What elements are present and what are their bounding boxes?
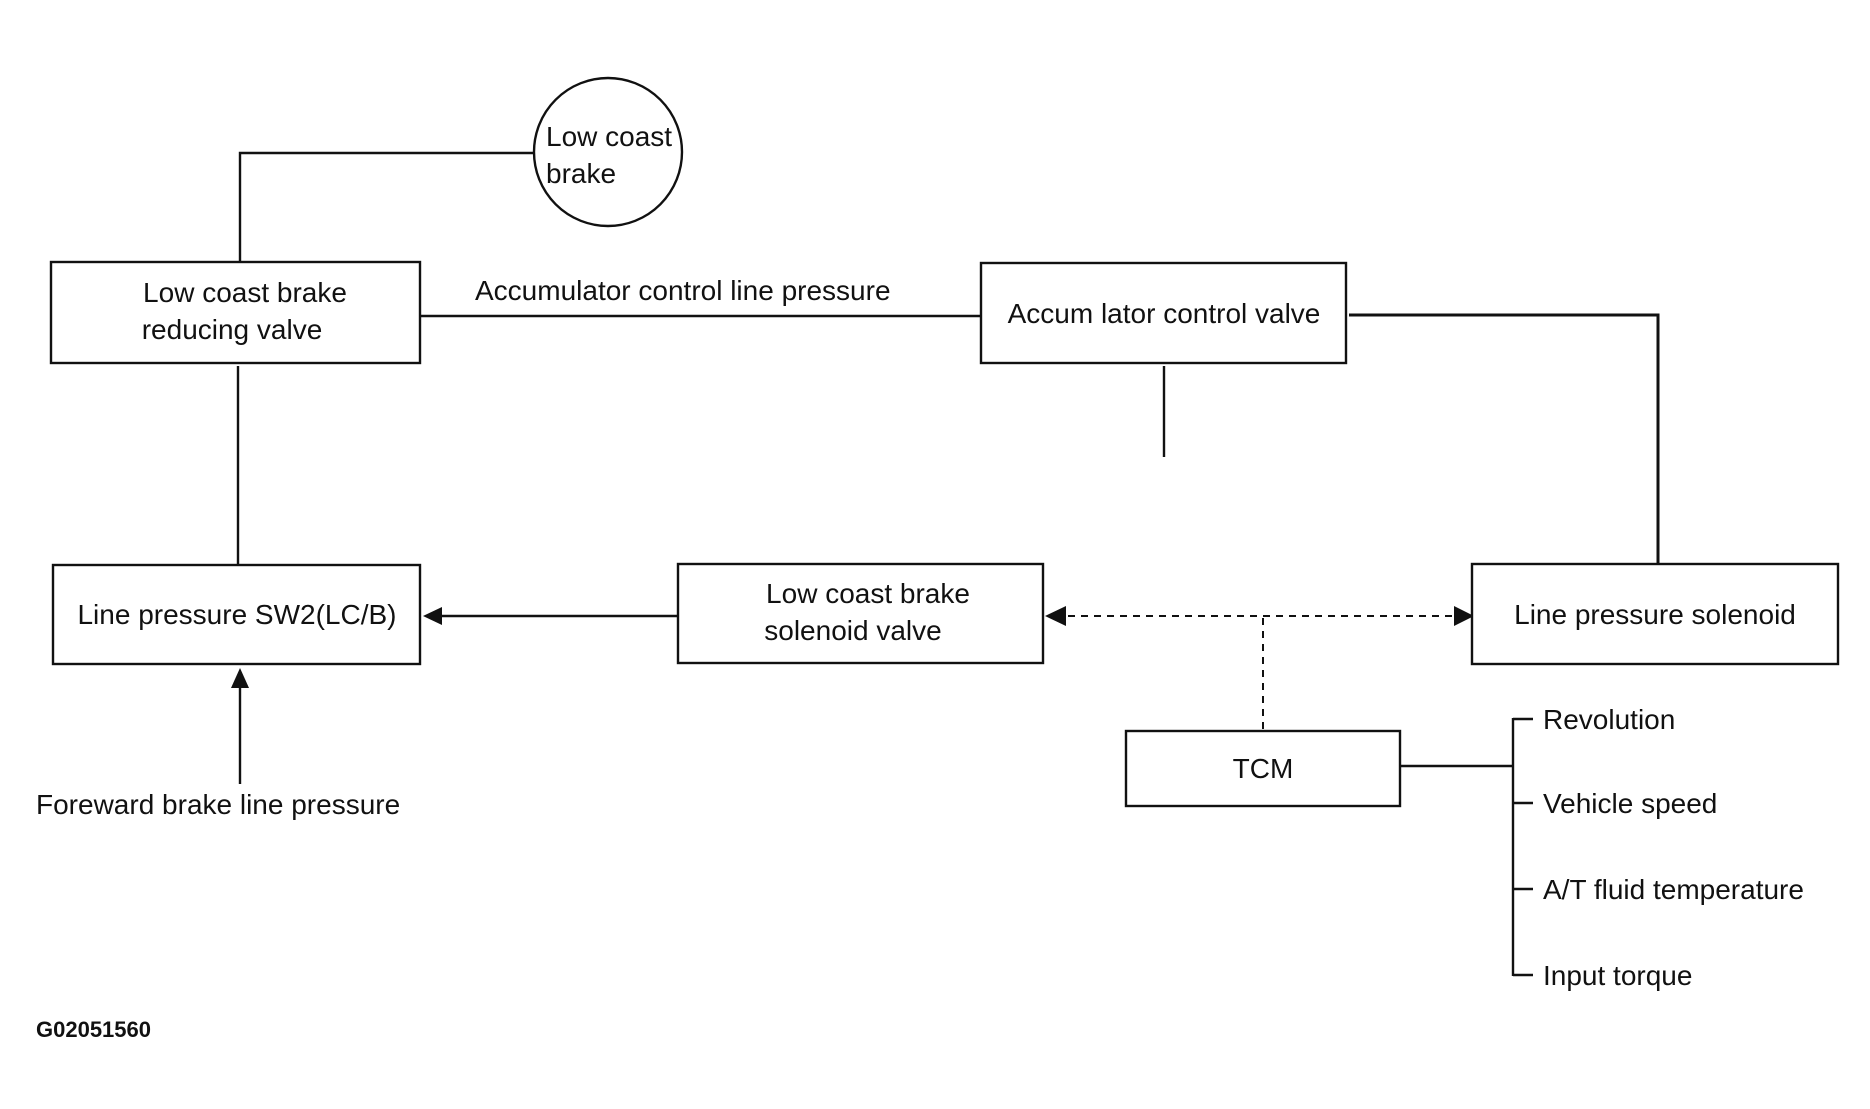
foreward-brake-line-pressure-label: Foreward brake line pressure bbox=[36, 789, 400, 820]
accumulator-control-line-pressure-label: Accumulator control line pressure bbox=[475, 275, 891, 306]
line-pressure-sw2-label: Line pressure SW2(LC/B) bbox=[77, 599, 396, 630]
reducing-valve-label-line1: Low coast brake bbox=[143, 277, 347, 308]
tcm-input-revolution: Revolution bbox=[1543, 704, 1675, 735]
line-reducing-valve-to-brake bbox=[238, 151, 533, 262]
line-pressure-solenoid-label: Line pressure solenoid bbox=[1514, 599, 1796, 630]
tcm-box bbox=[1124, 729, 1402, 808]
tcm-input-input-torque: Input torque bbox=[1543, 960, 1692, 991]
arrowhead-into-sw2 bbox=[423, 607, 442, 625]
line-pressure-sw2-box bbox=[51, 563, 422, 666]
arrowhead-into-sw2-bottom bbox=[231, 668, 249, 688]
line-pressure-solenoid-box bbox=[1470, 562, 1840, 666]
accumulator-control-valve-box bbox=[979, 261, 1348, 365]
solenoid-valve-label-line2: solenoid valve bbox=[764, 615, 941, 646]
accumulator-control-valve-label: Accum lator control valve bbox=[1008, 298, 1321, 329]
low-coast-brake-label-line2: brake bbox=[546, 158, 616, 189]
tcm-input-vehicle-speed: Vehicle speed bbox=[1543, 788, 1717, 819]
tcm-input-fluid-temperature: A/T fluid temperature bbox=[1543, 874, 1804, 905]
low-coast-brake-node bbox=[532, 76, 684, 228]
arrowhead-into-line-pressure-solenoid bbox=[1454, 606, 1474, 626]
reducing-valve-label-line2: reducing valve bbox=[142, 314, 323, 345]
solenoid-valve-box bbox=[676, 562, 1045, 665]
figure-code: G02051560 bbox=[36, 1017, 151, 1042]
solenoid-valve-label-line1: Low coast brake bbox=[766, 578, 970, 609]
tcm-label: TCM bbox=[1233, 753, 1294, 784]
line-accumulator-to-line-pressure-solenoid bbox=[1349, 313, 1660, 564]
reducing-valve-box bbox=[49, 260, 422, 365]
arrowhead-into-solenoid-valve bbox=[1045, 606, 1066, 626]
low-coast-brake-label-line1: Low coast bbox=[546, 121, 672, 152]
